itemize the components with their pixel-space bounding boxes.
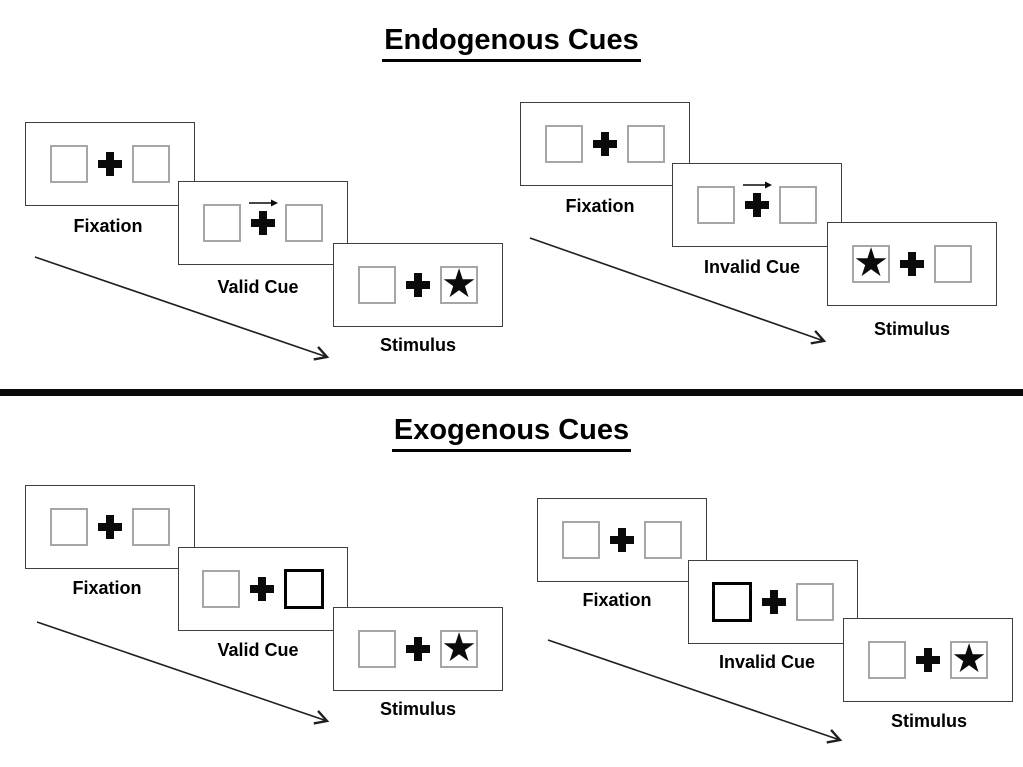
fixation-cross-icon bbox=[762, 590, 786, 614]
endogenous-valid-time-arrow bbox=[34, 256, 330, 361]
title-text: Exogenous Cues bbox=[391, 414, 632, 452]
frame-label: Stimulus bbox=[379, 335, 456, 355]
target-box-right: ★ bbox=[440, 260, 478, 307]
fixation-cross-icon bbox=[610, 528, 634, 552]
placeholder-box-right bbox=[796, 583, 834, 621]
right-arrow-cue-icon bbox=[743, 181, 772, 189]
placeholder-box-left bbox=[868, 641, 906, 679]
target-star-icon: ★ bbox=[441, 260, 477, 307]
fixation-cross-icon bbox=[916, 648, 940, 672]
invalid-cue-panel bbox=[672, 163, 842, 247]
section-divider bbox=[0, 389, 1023, 396]
fixation-cross-icon bbox=[900, 252, 924, 276]
highlighted-box-right bbox=[284, 569, 324, 609]
fixation-panel bbox=[537, 498, 707, 582]
placeholder-box-left bbox=[358, 630, 396, 668]
stimulus-panel: ★ bbox=[843, 618, 1013, 702]
endogenous-invalid-time-arrow bbox=[529, 237, 827, 345]
fixation-cross-icon bbox=[250, 577, 274, 601]
placeholder-box-left bbox=[202, 570, 240, 608]
placeholder-box-left bbox=[562, 521, 600, 559]
title-text: Endogenous Cues bbox=[382, 24, 641, 62]
target-box-right: ★ bbox=[440, 624, 478, 671]
exogenous-valid-time-arrow bbox=[36, 621, 330, 725]
right-arrow-cue-icon bbox=[249, 199, 278, 207]
stimulus-panel: ★ bbox=[827, 222, 997, 306]
endogenous-section-title: Endogenous Cues bbox=[0, 24, 1023, 62]
exogenous-section-title: Exogenous Cues bbox=[0, 414, 1023, 452]
placeholder-box-left bbox=[545, 125, 583, 163]
valid-cue-panel bbox=[178, 547, 348, 631]
placeholder-box-left bbox=[50, 508, 88, 546]
fixation-cross-icon bbox=[406, 637, 430, 661]
placeholder-box-right bbox=[779, 186, 817, 224]
frame-label: Fixation bbox=[582, 590, 652, 610]
frame-label: Fixation bbox=[73, 216, 143, 236]
frame-label: Valid Cue bbox=[217, 640, 299, 660]
target-box-left: ★ bbox=[852, 239, 890, 286]
placeholder-box-right bbox=[132, 145, 170, 183]
frame-label: Valid Cue bbox=[217, 277, 299, 297]
fixation-cross-icon bbox=[406, 273, 430, 297]
fixation-panel bbox=[25, 485, 195, 569]
highlighted-box-left bbox=[712, 582, 752, 622]
fixation-cross-icon bbox=[593, 132, 617, 156]
placeholder-box-right bbox=[934, 245, 972, 283]
fixation-cross-icon bbox=[251, 211, 275, 235]
placeholder-box-right bbox=[644, 521, 682, 559]
frame-label: Fixation bbox=[72, 578, 142, 598]
frame-label: Stimulus bbox=[379, 699, 456, 719]
placeholder-box-right bbox=[285, 204, 323, 242]
frame-label: Invalid Cue bbox=[703, 257, 801, 277]
fixation-panel bbox=[25, 122, 195, 206]
placeholder-box-right bbox=[627, 125, 665, 163]
placeholder-box-right bbox=[132, 508, 170, 546]
target-star-icon: ★ bbox=[441, 624, 477, 671]
target-box-right: ★ bbox=[950, 635, 988, 682]
stimulus-panel: ★ bbox=[333, 243, 503, 327]
frame-label: Fixation bbox=[565, 196, 635, 216]
fixation-cross-icon bbox=[745, 193, 769, 217]
stimulus-panel: ★ bbox=[333, 607, 503, 691]
fixation-cross-icon bbox=[98, 515, 122, 539]
frame-label: Stimulus bbox=[890, 711, 967, 731]
placeholder-box-left bbox=[358, 266, 396, 304]
placeholder-box-left bbox=[50, 145, 88, 183]
fixation-panel bbox=[520, 102, 690, 186]
valid-cue-panel bbox=[178, 181, 348, 265]
frame-label: Invalid Cue bbox=[718, 652, 816, 672]
placeholder-box-left bbox=[697, 186, 735, 224]
frame-label: Stimulus bbox=[873, 319, 950, 339]
target-star-icon: ★ bbox=[853, 239, 889, 286]
invalid-cue-panel bbox=[688, 560, 858, 644]
placeholder-box-left bbox=[203, 204, 241, 242]
target-star-icon: ★ bbox=[951, 635, 987, 682]
fixation-cross-icon bbox=[98, 152, 122, 176]
